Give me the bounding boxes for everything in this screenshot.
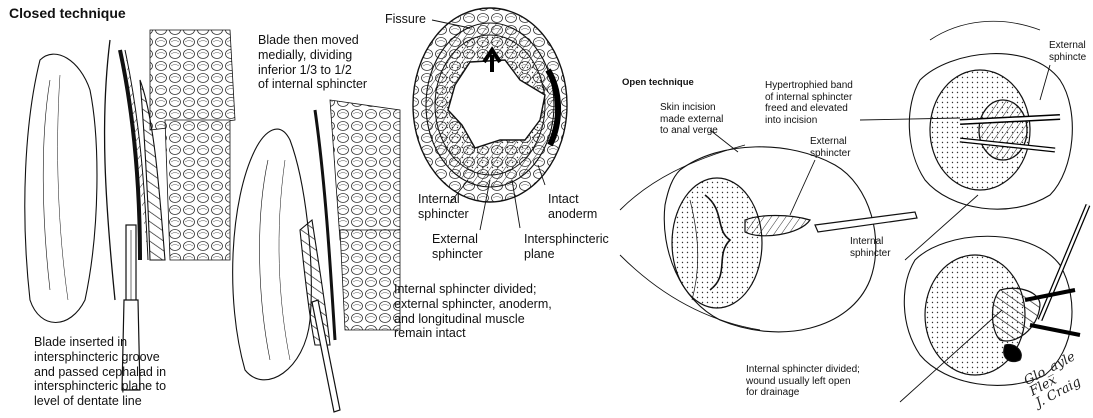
intersphincteric-plane-label: Intersphincteric plane — [524, 232, 609, 262]
hypertrophied-band-label: Hypertrophied band of internal sphincter… — [765, 80, 853, 126]
external-sphincter-label: External sphincter — [432, 232, 483, 262]
external-sphincter-mid-label: External sphincter — [810, 136, 851, 159]
external-sphincter-top-label: External sphincte — [1049, 40, 1086, 63]
open-technique-title: Open technique — [622, 78, 694, 89]
blade-inserted-caption: Blade inserted in intersphincteric groov… — [34, 335, 166, 409]
internal-sphincter-open-label: Internal sphincter — [850, 236, 891, 259]
blade-moved-caption: Blade then moved medially, dividing infe… — [258, 33, 367, 92]
intact-anoderm-label: Intact anoderm — [548, 192, 597, 222]
internal-sphincter-label: Internal sphincter — [418, 192, 469, 222]
closed-technique-title: Closed technique — [9, 5, 126, 22]
open-divided-note: Internal sphincter divided; wound usuall… — [746, 364, 860, 399]
open-top-right-drawing — [909, 21, 1072, 209]
anal-cross-section — [413, 8, 567, 202]
skin-incision-label: Skin incision made external to anal verg… — [660, 102, 723, 137]
closed-middle-drawing — [233, 100, 400, 412]
fissure-label: Fissure — [385, 12, 426, 27]
internal-sphincter-divided-note: Internal sphincter divided; external sph… — [394, 282, 552, 341]
